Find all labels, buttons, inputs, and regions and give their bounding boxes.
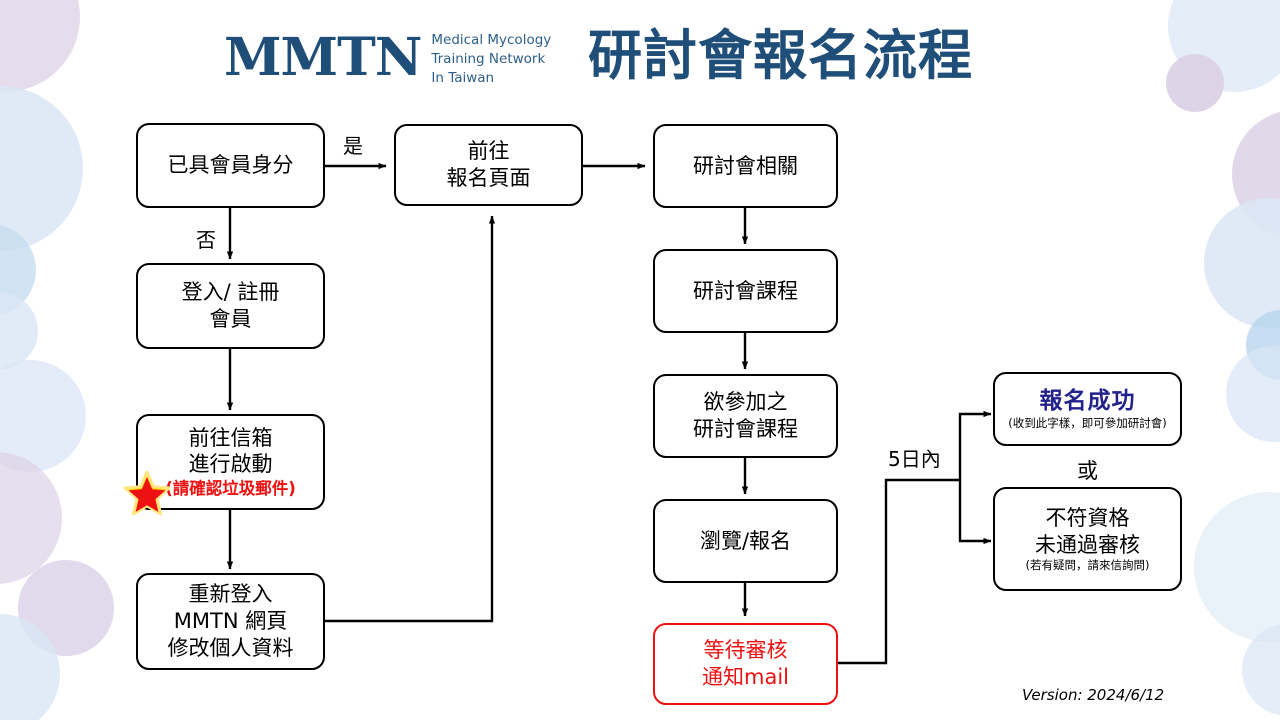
logo-subtitle-line-2: Training Network [431,51,546,68]
node-mailbox-activate-warning: (請確認垃圾郵件) [165,479,296,499]
node-desired-course-line-1: 欲參加之 [703,390,788,415]
logo-subtitle: Medical Mycology Training Network In Tai… [431,28,551,88]
node-seminar-course[interactable]: 研討會課程 [653,249,838,333]
page-title: 研討會報名流程 [588,24,973,87]
edge-label-within-5-days: 5日內 [888,447,941,471]
node-member-check-line-1: 已具會員身分 [167,153,294,178]
node-registration-rejected[interactable]: 不符資格 未通過審核 (若有疑問，請來信詢問) [993,487,1182,591]
node-registration-success-subtitle: (收到此字樣，即可參加研討會) [1008,416,1167,431]
node-relogin-profile-line-1: 重新登入 [188,582,273,607]
node-waiting-review-line-2: 通知mail [702,665,789,689]
node-registration-rejected-line-1: 不符資格 [1045,505,1130,530]
node-seminar-related[interactable]: 研討會相關 [653,124,838,208]
logo-wordmark: MMTN [224,27,422,89]
node-login-register-line-1: 登入/ 註冊 [181,280,280,305]
red-star-icon [123,470,171,516]
mmtn-logo: MMTN Medical Mycology Training Network I… [224,28,551,88]
version-label: Version: 2024/6/12 [1022,686,1165,704]
node-registration-rejected-subtitle: (若有疑問，請來信詢問) [1025,558,1150,573]
node-member-check[interactable]: 已具會員身分 [136,123,325,208]
node-desired-course[interactable]: 欲參加之 研討會課程 [653,374,838,458]
node-waiting-review[interactable]: 等待審核 通知mail [653,623,838,705]
node-go-register-page-line-2: 報名頁面 [446,166,531,190]
node-registration-success[interactable]: 報名成功 (收到此字樣，即可參加研討會) [993,372,1182,446]
node-waiting-review-line-1: 等待審核 [703,638,788,663]
node-mailbox-activate-line-1: 前往信箱 [188,425,273,450]
edge-label-or: 或 [1077,459,1098,483]
logo-subtitle-line-1: Medical Mycology [431,32,552,48]
node-mailbox-activate-line-2: 進行啟動 [188,452,273,477]
node-relogin-profile-line-2: MMTN 網頁 [173,609,288,634]
node-registration-success-title: 報名成功 [1039,387,1136,414]
node-login-register-line-2: 會員 [209,307,252,331]
logo-subtitle-line-3: In Taiwan [431,70,495,87]
edge-label-yes: 是 [343,134,363,158]
node-go-register-page-line-1: 前往 [467,139,510,164]
node-login-register[interactable]: 登入/ 註冊 會員 [136,263,325,349]
node-seminar-related-line-1: 研討會相關 [693,153,798,178]
node-desired-course-line-2: 研討會課程 [693,417,798,441]
node-relogin-profile-line-3: 修改個人資料 [167,635,294,660]
node-browse-register[interactable]: 瀏覽/報名 [653,499,838,583]
node-mailbox-activate[interactable]: 前往信箱 進行啟動 (請確認垃圾郵件) [136,414,325,510]
edge-label-no: 否 [196,228,216,252]
node-browse-register-line-1: 瀏覽/報名 [699,528,792,553]
node-go-register-page[interactable]: 前往 報名頁面 [394,124,583,206]
node-seminar-course-line-1: 研討會課程 [693,278,798,303]
node-registration-rejected-line-2: 未通過審核 [1035,532,1140,557]
node-relogin-profile[interactable]: 重新登入 MMTN 網頁 修改個人資料 [136,573,325,670]
